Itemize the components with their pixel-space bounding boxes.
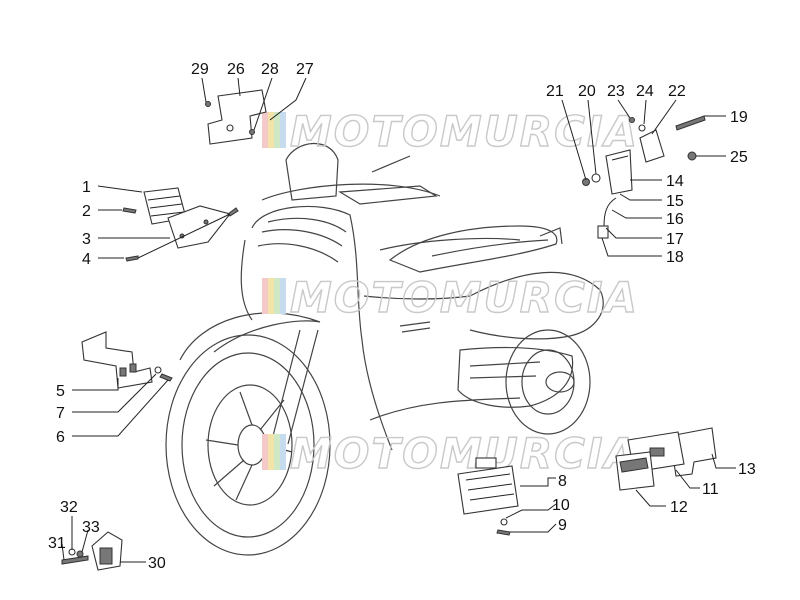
callout-28: 28 — [261, 61, 279, 78]
callout-7: 7 — [56, 405, 65, 422]
callout-19: 19 — [730, 109, 748, 126]
part-4-screw-b — [227, 207, 239, 217]
watermark-middle: MOTOMURCIA — [262, 272, 639, 323]
callout-32: 32 — [60, 499, 78, 516]
part-24-washer — [638, 124, 646, 132]
part-4-screw — [125, 255, 139, 262]
part-26-bracket — [207, 89, 267, 145]
part-25-nut — [687, 151, 697, 161]
callout-13: 13 — [738, 461, 756, 478]
watermark-text: MOTOMURCIA — [290, 273, 639, 322]
watermark-top: MOTOMURCIA — [262, 106, 639, 157]
callout-18: 18 — [666, 249, 684, 266]
callout-22: 22 — [668, 83, 686, 100]
part-12-cover — [615, 451, 655, 491]
part-17-connector — [597, 225, 609, 239]
part-5-bracket — [81, 331, 153, 389]
part-23-screw — [629, 117, 635, 123]
part-10-washer — [500, 518, 508, 526]
callout-23: 23 — [607, 83, 625, 100]
part-2-screw — [122, 207, 137, 214]
part-31-bolt — [61, 555, 89, 565]
part-22-bracket — [639, 129, 665, 163]
callout-labels: 29 26 28 27 21 20 23 24 22 19 25 14 15 1… — [48, 61, 756, 572]
callout-29: 29 — [191, 61, 209, 78]
part-9-screw — [496, 529, 511, 536]
callout-15: 15 — [666, 193, 684, 210]
callout-9: 9 — [558, 517, 567, 534]
callout-24: 24 — [636, 83, 654, 100]
callout-14: 14 — [666, 173, 684, 190]
callout-12: 12 — [670, 499, 688, 516]
callout-20: 20 — [578, 83, 596, 100]
part-20-nut — [591, 173, 601, 183]
callout-25: 25 — [730, 149, 748, 166]
callout-30: 30 — [148, 555, 166, 572]
callout-3: 3 — [82, 231, 91, 248]
callout-26: 26 — [227, 61, 245, 78]
callout-16: 16 — [666, 211, 684, 228]
callout-1: 1 — [82, 179, 91, 196]
part-8-unit — [457, 457, 519, 515]
watermark-text: MOTOMURCIA — [290, 107, 639, 156]
part-28-screw — [249, 129, 255, 135]
part-29-screw — [205, 101, 211, 107]
callout-2: 2 — [82, 203, 91, 220]
callout-33: 33 — [82, 519, 100, 536]
part-7-washer — [154, 366, 162, 374]
part-19-bolt — [675, 115, 706, 131]
part-30-bracket — [91, 531, 123, 571]
leader-lines — [61, 77, 736, 563]
callout-31: 31 — [48, 535, 66, 552]
callout-11: 11 — [702, 481, 719, 498]
watermark-text: MOTOMURCIA — [290, 429, 639, 478]
callout-8: 8 — [558, 473, 567, 490]
watermark-bottom: MOTOMURCIA — [262, 428, 639, 479]
callout-17: 17 — [666, 231, 684, 248]
callout-6: 6 — [56, 429, 65, 446]
part-16-cable — [603, 197, 617, 227]
part-14-bracket — [605, 149, 633, 195]
scooter-illustration — [165, 142, 604, 556]
callout-10: 10 — [552, 497, 570, 514]
part-6-screw — [159, 373, 173, 382]
callout-4: 4 — [82, 251, 91, 268]
callout-21: 21 — [546, 83, 564, 100]
callout-27: 27 — [296, 61, 314, 78]
part-33-nut — [76, 550, 84, 558]
callout-5: 5 — [56, 383, 65, 400]
